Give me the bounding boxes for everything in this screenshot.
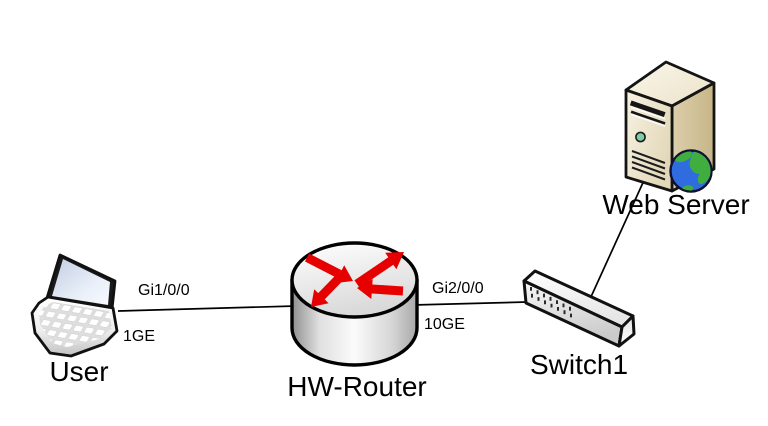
globe-icon: [669, 149, 713, 193]
switch-icon: [522, 269, 636, 348]
interface-label-gi1: Gi1/0/0: [138, 282, 190, 299]
server-vents-icon: [631, 150, 666, 181]
laptop-icon: [30, 253, 119, 358]
speed-label-10ge: 10GE: [424, 316, 465, 333]
link-user-router[interactable]: [117, 305, 297, 312]
switch-ports-icon: [530, 287, 572, 318]
router-arrows-icon: [305, 252, 404, 307]
node-user[interactable]: [30, 253, 119, 358]
topology-labels: Gi1/0/0 1GE Gi2/0/0 10GE User HW-Router …: [49, 189, 749, 402]
link-switch1-webserver[interactable]: [589, 175, 647, 300]
server-power-button-icon: [635, 131, 646, 143]
interface-label-gi2: Gi2/0/0: [432, 280, 484, 297]
server-drive-bay-icon: [629, 100, 666, 127]
speed-label-1ge: 1GE: [123, 328, 155, 345]
node-label-web-server: Web Server: [602, 189, 749, 220]
link-router-switch1[interactable]: [412, 301, 528, 306]
node-hw-router[interactable]: [290, 241, 419, 367]
router-icon: [290, 241, 419, 367]
node-web-server[interactable]: [624, 60, 716, 193]
node-switch1[interactable]: [522, 269, 636, 348]
topology-links: [117, 175, 647, 312]
node-label-user: User: [49, 356, 108, 387]
node-label-hw-router: HW-Router: [287, 371, 427, 402]
server-icon: [624, 60, 716, 193]
node-label-switch1: Switch1: [530, 349, 628, 380]
